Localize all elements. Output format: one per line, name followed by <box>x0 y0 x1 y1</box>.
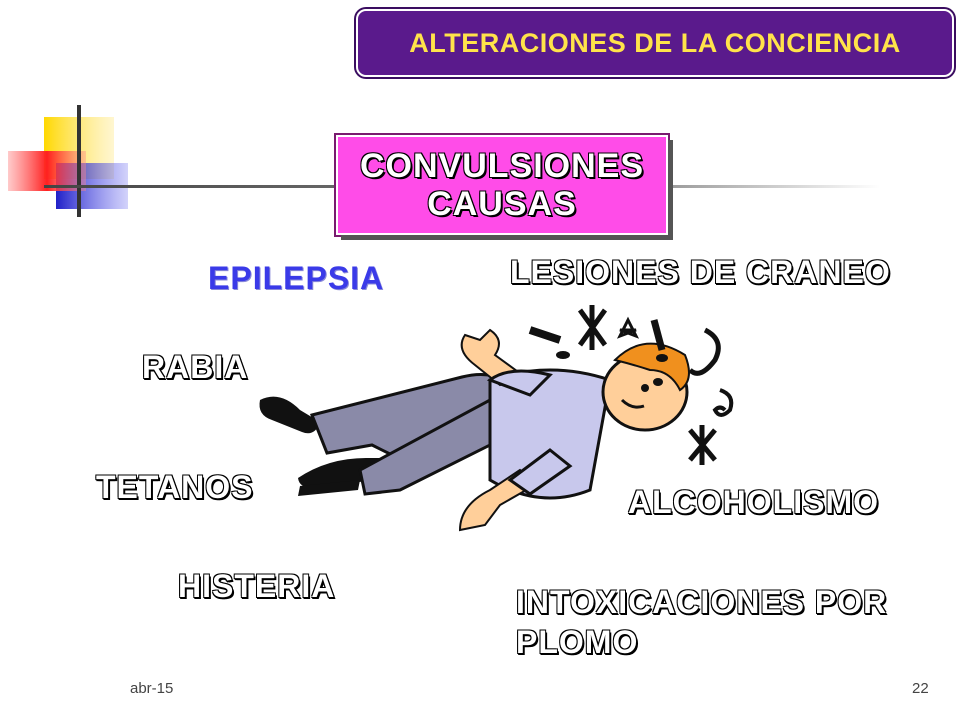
slide-title-banner: ALTERACIONES DE LA CONCIENCIA <box>356 9 954 77</box>
cause-intoxicaciones-line-1: INTOXICACIONES POR <box>516 584 888 620</box>
subtitle-line-1: CONVULSIONES <box>359 147 645 185</box>
cause-intoxicaciones: INTOXICACIONES POR PLOMO <box>516 582 946 662</box>
cause-tetanos: TETANOS <box>96 469 254 505</box>
cause-lesiones-craneo: LESIONES DE CRANEO <box>510 254 891 290</box>
cause-alcoholismo: ALCOHOLISMO <box>628 484 879 520</box>
cause-epilepsia: EPILEPSIA <box>208 260 385 296</box>
cause-intoxicaciones-line-2: PLOMO <box>516 624 639 660</box>
fainting-man-icon <box>259 305 734 532</box>
subtitle-box: CONVULSIONES CAUSAS <box>336 135 668 235</box>
cause-histeria: HISTERIA <box>178 568 336 604</box>
footer-date: abr-15 <box>130 680 174 697</box>
cause-rabia: RABIA <box>142 349 249 385</box>
subtitle-line-2: CAUSAS <box>427 185 577 223</box>
slide-title: ALTERACIONES DE LA CONCIENCIA <box>409 27 901 58</box>
footer-page-number: 22 <box>912 680 929 697</box>
